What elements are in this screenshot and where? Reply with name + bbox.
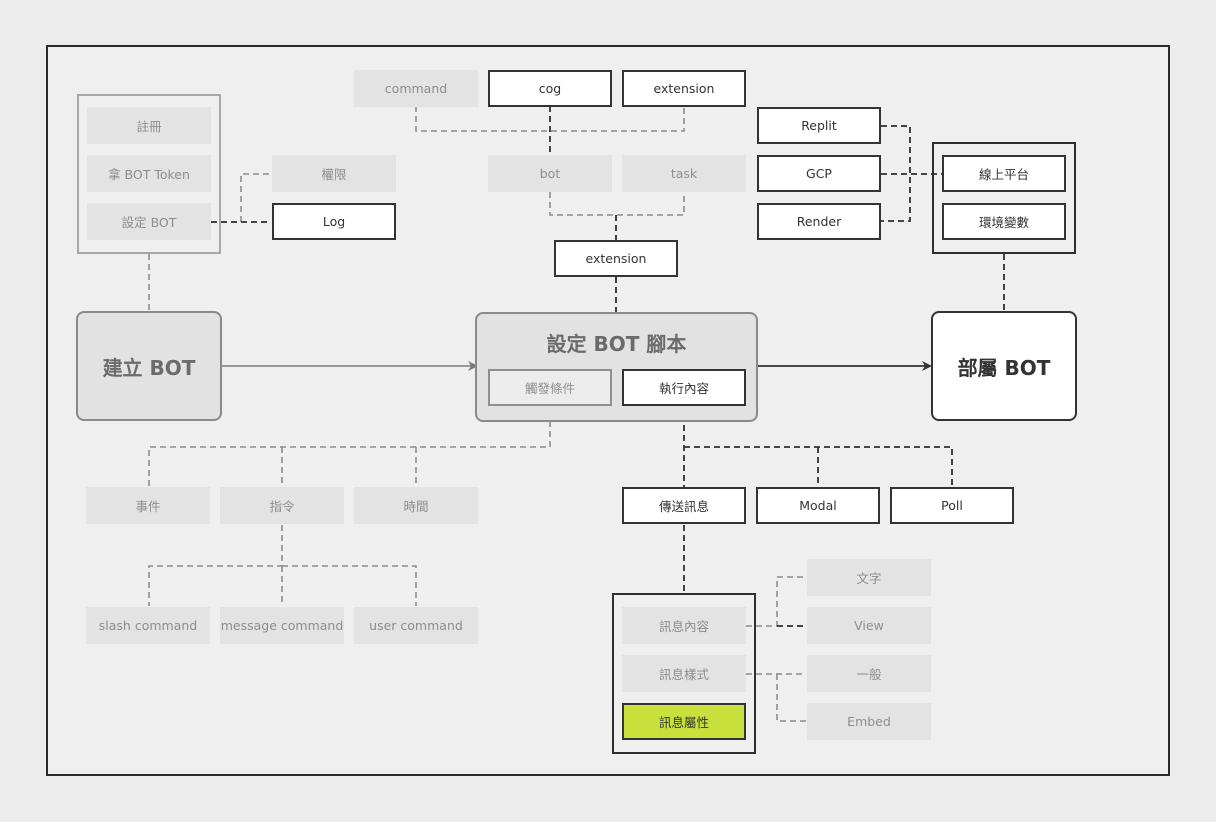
message-style-node: 訊息樣式	[622, 655, 746, 692]
script-title: 設定 BOT 腳本	[546, 332, 687, 356]
slash-command-node: slash command	[86, 607, 210, 644]
log-node: Log	[272, 203, 396, 240]
command-trigger-node: 指令	[220, 487, 344, 524]
action-node: 執行內容	[622, 369, 746, 406]
render-node: Render	[757, 203, 881, 240]
bot-node: bot	[488, 155, 612, 192]
create-bot-node: 建立 BOT	[76, 311, 222, 421]
message-group	[612, 593, 756, 754]
embed-node: Embed	[807, 703, 931, 740]
event-node: 事件	[86, 487, 210, 524]
permission-node: 權限	[272, 155, 396, 192]
time-node: 時間	[354, 487, 478, 524]
cog-node: cog	[488, 70, 612, 107]
command-node: command	[354, 70, 478, 107]
view-node: View	[807, 607, 931, 644]
deploy-bot-node: 部屬 BOT	[931, 311, 1077, 421]
message-command-node: message command	[220, 607, 344, 644]
poll-node: Poll	[890, 487, 1014, 524]
register-node: 註冊	[87, 107, 211, 144]
deploy-group	[932, 142, 1076, 254]
trigger-node: 觸發條件	[488, 369, 612, 406]
send-message-node: 傳送訊息	[622, 487, 746, 524]
replit-node: Replit	[757, 107, 881, 144]
env-vars-node: 環境變數	[942, 203, 1066, 240]
extension-node: extension	[554, 240, 678, 277]
gcp-node: GCP	[757, 155, 881, 192]
online-platform-node: 線上平台	[942, 155, 1066, 192]
user-command-node: user command	[354, 607, 478, 644]
normal-node: 一般	[807, 655, 931, 692]
modal-node: Modal	[756, 487, 880, 524]
config-bot-node: 設定 BOT	[87, 203, 211, 240]
extension-top-node: extension	[622, 70, 746, 107]
text-node: 文字	[807, 559, 931, 596]
message-attribute-node: 訊息屬性	[622, 703, 746, 740]
setup-group	[77, 94, 221, 254]
token-node: 拿 BOT Token	[87, 155, 211, 192]
message-content-node: 訊息內容	[622, 607, 746, 644]
task-node: task	[622, 155, 746, 192]
